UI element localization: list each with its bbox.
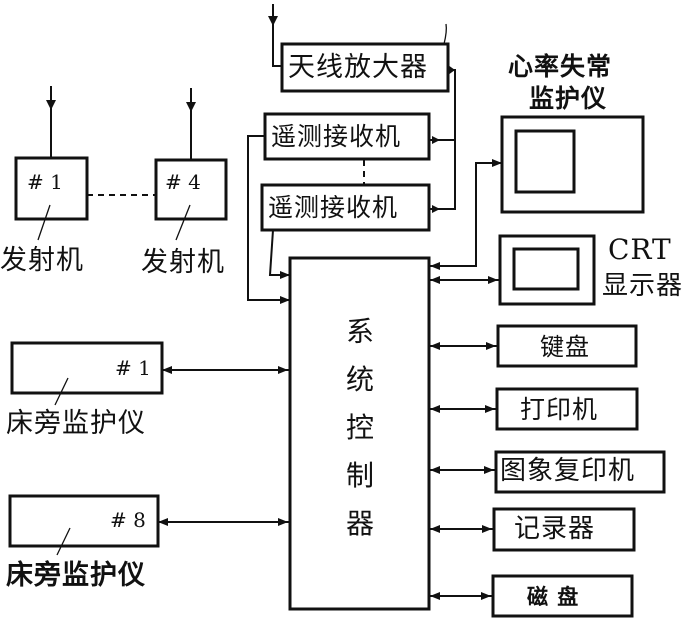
- amplifier-small-antenna: [443, 23, 448, 45]
- rx2-ctrl-arrow: [280, 271, 290, 279]
- kb-arrow-l: [430, 342, 440, 350]
- receiver-2-box: [260, 183, 431, 232]
- transmitter-4-leader: [175, 204, 191, 241]
- crt-caption-1: CRT: [608, 233, 672, 266]
- arrhythmia-monitor-caption-2: 监护仪: [529, 84, 608, 113]
- arrhythmia-monitor-caption-1: 心率失常: [508, 52, 613, 81]
- arr-ctrl-arrow: [430, 262, 440, 270]
- bs1-arrow-right: [278, 366, 288, 374]
- bedside-monitor-8-tag: # 8: [110, 508, 146, 532]
- disk-label: 磁 盘: [527, 584, 580, 609]
- receiver-1-label: 遥测接收机: [271, 122, 402, 151]
- disk-arrow-l: [430, 592, 440, 600]
- system-controller-label: 系 统 控 制 器: [340, 308, 380, 548]
- system-controller-char: 统: [345, 363, 374, 396]
- bedside-1-leader: [54, 377, 69, 406]
- rec-arrow-l: [430, 525, 440, 533]
- rec-arrow-r: [482, 525, 492, 533]
- recorder-label: 记录器: [514, 514, 596, 544]
- system-controller-char: 器: [345, 507, 374, 540]
- bedside-monitor-1-tag: # 1: [115, 356, 151, 380]
- arrhythmia-monitor-screen: [514, 129, 576, 194]
- rx1-arrow: [432, 136, 440, 144]
- bs1-arrow-left: [162, 366, 172, 374]
- ic-arrow-l: [430, 466, 440, 474]
- keyboard-label: 键盘: [540, 333, 590, 361]
- disk-arrow-r: [481, 592, 491, 600]
- transmitter-4-antenna-arrow: [186, 102, 196, 112]
- transmitter-1-antenna-arrow: [46, 100, 56, 110]
- transmitter-1-caption: 发射机: [0, 245, 84, 276]
- antenna-amplifier-label: 天线放大器: [288, 52, 428, 83]
- image-copier-box: [494, 450, 666, 494]
- printer-label: 打印机: [520, 395, 599, 424]
- system-controller-char: 控: [345, 411, 374, 444]
- transmitter-1-leader: [37, 204, 51, 241]
- transmitter-4-tag: # 4: [165, 170, 201, 194]
- transmitter-1-tag: # 1: [27, 170, 63, 194]
- arrhythmia-monitor-box: [500, 115, 645, 214]
- crt-caption-2: 显示器: [602, 271, 684, 301]
- kb-arrow-r: [486, 342, 496, 350]
- system-controller-char: 制: [345, 459, 374, 492]
- image-copier-label: 图象复印机: [500, 456, 636, 486]
- arr-mon-arrow: [492, 159, 502, 167]
- receiver-1-to-controller: [247, 135, 290, 301]
- bs8-arrow-left: [158, 518, 168, 526]
- receiver-2-label: 遥测接收机: [268, 193, 399, 222]
- system-controller-char: 系: [345, 315, 374, 348]
- crt-display-screen: [512, 247, 580, 291]
- bedside-monitor-8-caption: 床旁监护仪: [6, 560, 146, 591]
- ic-arrow-r: [484, 466, 494, 474]
- bedside-monitor-1-caption: 床旁监护仪: [6, 408, 146, 439]
- crt-display-box: [498, 234, 596, 306]
- crt-arrow: [488, 276, 498, 284]
- controller-to-arrhythmia-monitor: [429, 162, 502, 267]
- crt-ctrl-arrow: [430, 276, 440, 284]
- receiver-2-to-controller: [268, 229, 290, 276]
- amp-arrow: [448, 65, 455, 75]
- rx1-ctrl-arrow: [280, 296, 290, 304]
- pr-arrow-l: [430, 405, 440, 413]
- pr-arrow-r: [485, 405, 495, 413]
- rx2-arrow: [432, 205, 440, 213]
- bs8-arrow-right: [278, 518, 288, 526]
- bedside-8-leader: [56, 527, 71, 556]
- amplifier-antenna-arrow: [268, 16, 278, 26]
- bedside-monitor-1-box: [10, 341, 164, 395]
- transmitter-4-caption: 发射机: [141, 247, 225, 278]
